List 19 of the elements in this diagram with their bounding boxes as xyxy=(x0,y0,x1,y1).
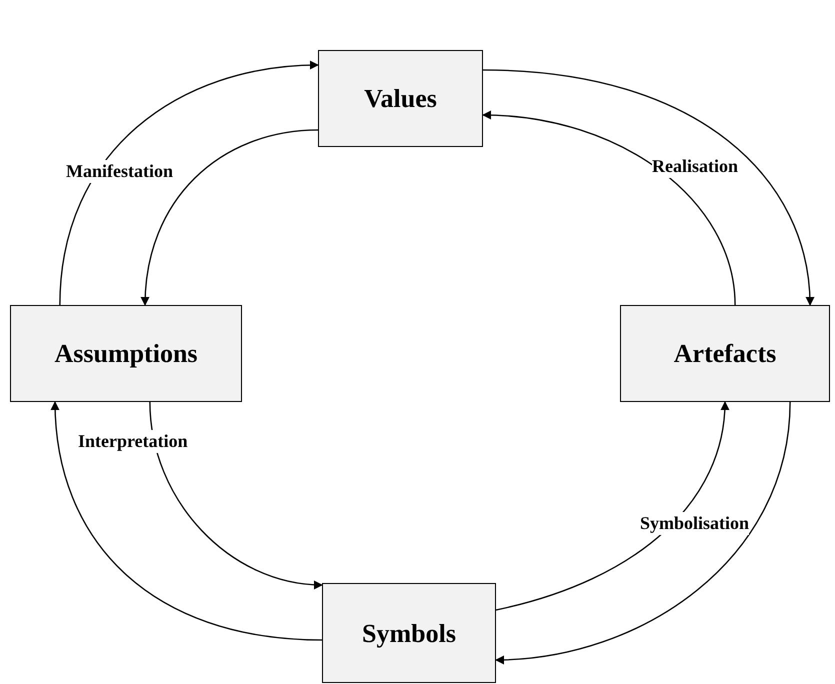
curved-arrow xyxy=(141,129,318,306)
curved-arrow xyxy=(482,110,736,306)
curved-arrow xyxy=(149,402,323,589)
box-label: Artefacts xyxy=(674,338,776,370)
box-label: Symbols xyxy=(362,618,456,650)
curved-arrow xyxy=(59,60,319,306)
curved-arrow xyxy=(496,401,729,611)
concept-box xyxy=(10,305,242,402)
edge-label: Manifestation xyxy=(66,160,173,182)
edge-label: Interpretation xyxy=(78,430,188,452)
curved-arrow xyxy=(482,69,814,306)
curved-arrow xyxy=(495,402,791,664)
concept-box xyxy=(322,583,496,683)
box-label: Values xyxy=(364,83,437,115)
concept-box xyxy=(318,50,483,147)
edge-label: Symbolisation xyxy=(640,512,750,534)
curved-arrow xyxy=(51,401,322,641)
concept-box xyxy=(620,305,830,402)
box-label: Assumptions xyxy=(54,338,198,370)
